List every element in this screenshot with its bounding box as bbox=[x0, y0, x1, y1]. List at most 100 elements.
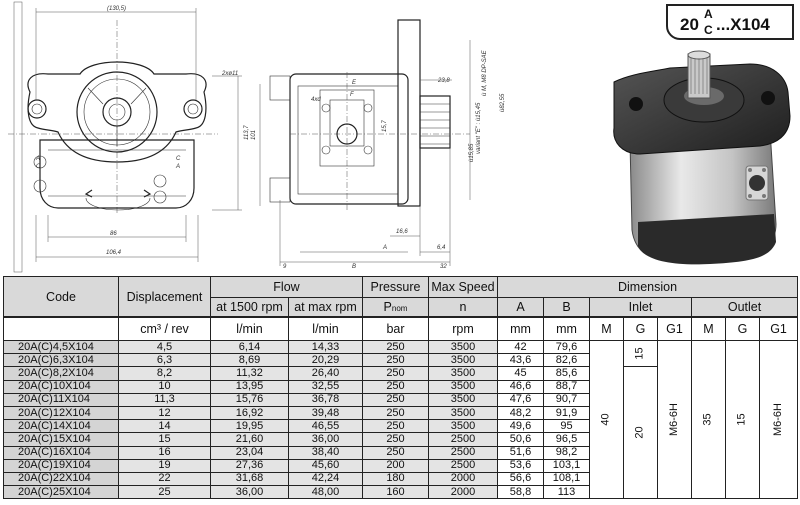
unit-outlet-g1: G1 bbox=[758, 316, 799, 341]
cell-dim-b: 108,1 bbox=[543, 471, 590, 487]
unit-inlet-m: M bbox=[589, 316, 624, 341]
unit-displacement: cm³ / rev bbox=[118, 316, 211, 341]
side-view: E F 4xd 15,7 23,8 ù M, M8 DP-SAE variant… bbox=[269, 19, 506, 270]
cell-dim-b: 79,6 bbox=[543, 339, 590, 355]
dim-9: 9 bbox=[283, 264, 287, 270]
dim-variant-note: variant "E" : ù15,45 bbox=[476, 102, 482, 154]
cell-dim-b: 103,1 bbox=[543, 458, 590, 473]
dim-width-106: 106,4 bbox=[106, 250, 122, 256]
badge-prefix: 20 bbox=[680, 15, 699, 34]
cell-dim-a: 42 bbox=[497, 339, 544, 355]
header-inlet: Inlet bbox=[589, 297, 692, 318]
cell-flow-1500: 8,69 bbox=[210, 353, 289, 368]
front-view: (130,5) 2xø11 113,7 101 86 106,4 A C C A bbox=[8, 1, 261, 273]
header-max-speed: Max Speed bbox=[428, 276, 498, 298]
cell-flow-max: 26,40 bbox=[288, 366, 363, 381]
inlet-g-small-value: 15 bbox=[623, 339, 658, 368]
header-at-1500: at 1500 rpm bbox=[210, 297, 289, 318]
cell-dim-a: 53,6 bbox=[497, 458, 544, 473]
cell-flow-max: 42,24 bbox=[288, 471, 363, 487]
cell-flow-1500: 27,36 bbox=[210, 458, 289, 473]
cell-displacement: 8,2 bbox=[118, 366, 211, 381]
unit-inlet-g: G bbox=[623, 316, 658, 341]
cell-displacement: 11,3 bbox=[118, 392, 211, 407]
cell-dim-a: 49,6 bbox=[497, 419, 544, 434]
rot-label-a: A bbox=[35, 156, 40, 162]
dim-shaft-length: 23,8 bbox=[437, 78, 450, 84]
cell-flow-max: 36,78 bbox=[288, 392, 363, 407]
cell-flow-max: 46,55 bbox=[288, 419, 363, 434]
unit-b: mm bbox=[543, 316, 590, 341]
cell-flow-max: 39,48 bbox=[288, 405, 363, 421]
cell-flow-1500: 21,60 bbox=[210, 432, 289, 447]
cell-code: 20A(C)6,3X104 bbox=[3, 353, 119, 368]
unit-inlet-g1: G1 bbox=[657, 316, 692, 341]
dim-port-center: 15,7 bbox=[382, 120, 388, 132]
cell-pressure: 250 bbox=[362, 419, 429, 434]
cell-dim-a: 43,6 bbox=[497, 353, 544, 368]
cell-flow-max: 32,55 bbox=[288, 379, 363, 394]
cell-code: 20A(C)10X104 bbox=[3, 379, 119, 394]
cell-flow-max: 14,33 bbox=[288, 339, 363, 355]
cell-pressure: 200 bbox=[362, 458, 429, 473]
cell-flow-1500: 16,92 bbox=[210, 405, 289, 421]
cell-speed: 2500 bbox=[428, 445, 498, 460]
dim-flange-height: 113,7 bbox=[244, 125, 250, 140]
cell-speed: 3500 bbox=[428, 405, 498, 421]
outlet-g1-value: M6-6H bbox=[758, 339, 799, 500]
dim-shaft-note: ù M, M8 DP-SAE bbox=[482, 49, 488, 96]
header-pnom: Pnom bbox=[362, 297, 429, 318]
dim-a: A bbox=[382, 245, 387, 251]
cell-dim-b: 96,5 bbox=[543, 432, 590, 447]
cell-flow-1500: 15,76 bbox=[210, 392, 289, 407]
cell-pressure: 250 bbox=[362, 339, 429, 355]
cell-pressure: 250 bbox=[362, 432, 429, 447]
unit-outlet-m: M bbox=[691, 316, 726, 341]
unit-flow-max: l/min bbox=[288, 316, 363, 341]
cell-speed: 3500 bbox=[428, 339, 498, 355]
dim-pilot-diam: ù82,55 bbox=[500, 93, 506, 112]
cell-speed: 3500 bbox=[428, 379, 498, 394]
cell-code: 20A(C)8,2X104 bbox=[3, 366, 119, 381]
unit-a: mm bbox=[497, 316, 544, 341]
cell-dim-b: 88,7 bbox=[543, 379, 590, 394]
cell-code: 20A(C)12X104 bbox=[3, 405, 119, 421]
header-displacement: Displacement bbox=[118, 276, 211, 318]
dim-diam-label: ù15,85 bbox=[469, 143, 475, 162]
spec-table: Code Displacement Flow Pressure Max Spee… bbox=[3, 276, 799, 500]
dim-body-height: 101 bbox=[251, 130, 257, 140]
cell-flow-max: 48,00 bbox=[288, 485, 363, 500]
unit-flow-1500: l/min bbox=[210, 316, 289, 341]
label-4xd: 4xd bbox=[311, 97, 321, 103]
inlet-g-large-value: 20 bbox=[623, 366, 658, 500]
cell-dim-a: 56,6 bbox=[497, 471, 544, 487]
cell-code: 20A(C)14X104 bbox=[3, 419, 119, 434]
cell-displacement: 4,5 bbox=[118, 339, 211, 355]
cell-displacement: 15 bbox=[118, 432, 211, 447]
cell-displacement: 25 bbox=[118, 485, 211, 500]
cell-displacement: 16 bbox=[118, 445, 211, 460]
cell-flow-max: 45,60 bbox=[288, 458, 363, 473]
units-row: cm³ / rev l/min l/min bar rpm mm mm M G … bbox=[3, 316, 799, 341]
cell-pressure: 250 bbox=[362, 392, 429, 407]
cell-displacement: 19 bbox=[118, 458, 211, 473]
badge-suffix: ...X104 bbox=[716, 15, 770, 34]
cell-displacement: 12 bbox=[118, 405, 211, 421]
dim-width-86: 86 bbox=[110, 231, 117, 237]
cell-dim-b: 82,6 bbox=[543, 353, 590, 368]
dim-32: 32 bbox=[440, 264, 447, 270]
label-e: E bbox=[352, 80, 357, 86]
cell-displacement: 14 bbox=[118, 419, 211, 434]
header-n: n bbox=[428, 297, 498, 318]
cell-dim-b: 90,7 bbox=[543, 392, 590, 407]
cell-code: 20A(C)25X104 bbox=[3, 485, 119, 500]
cell-code: 20A(C)4,5X104 bbox=[3, 339, 119, 355]
cell-speed: 3500 bbox=[428, 419, 498, 434]
cell-dim-b: 85,6 bbox=[543, 366, 590, 381]
